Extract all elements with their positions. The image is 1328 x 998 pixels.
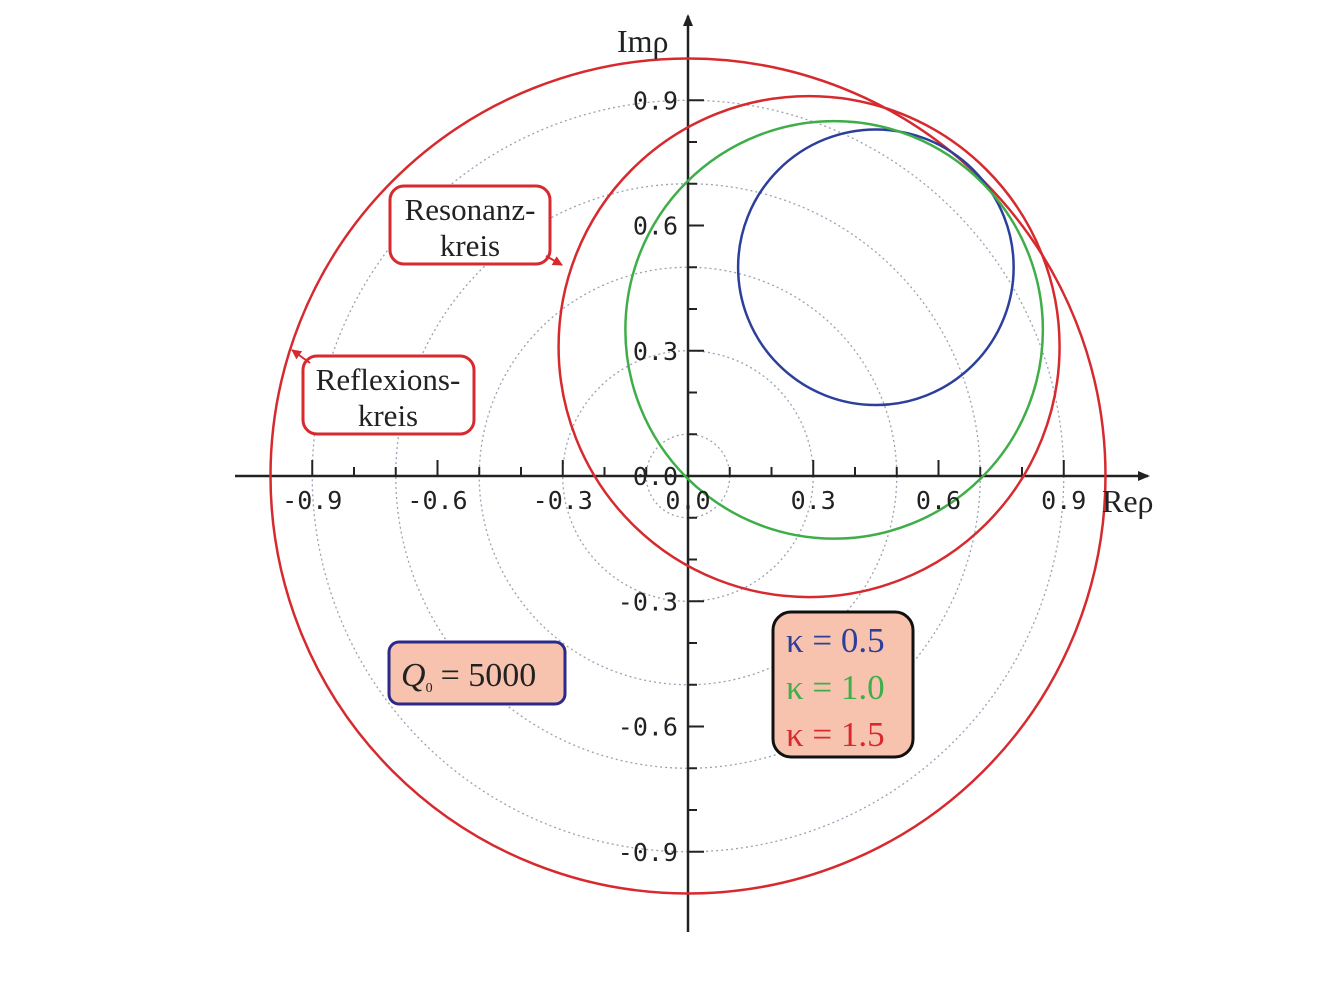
reflection-annotation: Reflexions- kreis (291, 349, 476, 436)
resonance-line2: kreis (440, 228, 500, 263)
reflection-line2: kreis (358, 398, 418, 433)
legend-entry-3: κ = 1.5 (786, 715, 885, 754)
resonance-box (388, 184, 552, 266)
kappa-legend-frame (771, 610, 915, 759)
x-tick-label: 0.0 (665, 486, 710, 515)
resonance-annotation: Resonanz- kreis (388, 184, 563, 266)
axes (235, 14, 1150, 932)
y-tick-label: 0.6 (633, 212, 678, 241)
resonance-arrow (545, 255, 563, 266)
y-tick-label: 0.9 (633, 86, 678, 115)
legend-entry-2: κ = 1.0 (786, 668, 885, 707)
y-tick-label: -0.9 (618, 838, 678, 867)
y-tick-label: -0.3 (618, 587, 678, 616)
y-axis-title: Imρ (617, 23, 669, 59)
reflection-box (301, 354, 476, 436)
y-tick-label: 0.3 (633, 337, 678, 366)
q-factor-box: Q0 = 5000 (387, 640, 567, 706)
y-tick-label: 0.0 (633, 462, 678, 491)
y-tick-label: -0.6 (618, 713, 678, 742)
q-factor-frame (387, 640, 567, 706)
reflection-circle (269, 57, 1107, 895)
kappa-legend: κ = 0.5 κ = 1.0 κ = 1.5 (771, 610, 915, 759)
reflection-arrow (291, 349, 311, 364)
resonance-circle-kappa-1 (736, 128, 1015, 407)
resonance-circle-kappa-2 (624, 119, 1045, 540)
legend-entry-1: κ = 0.5 (786, 621, 885, 660)
resonance-circle-kappa-3 (557, 94, 1061, 599)
x-tick-label: -0.3 (533, 486, 593, 515)
q-subscript: 0 (426, 681, 433, 696)
reflection-line1: Reflexions- (316, 362, 461, 397)
x-tick-label: 0.3 (791, 486, 836, 515)
q-factor-text: Q0 = 5000 (401, 657, 536, 696)
curves (269, 57, 1107, 895)
x-tick-label: 0.9 (1041, 486, 1086, 515)
x-axis-title: Reρ (1102, 483, 1154, 519)
q-value: = 5000 (441, 657, 537, 694)
x-tick-label: 0.6 (916, 486, 961, 515)
x-tick-label: -0.9 (282, 486, 342, 515)
resonance-line1: Resonanz- (405, 192, 536, 227)
q-symbol: Q (401, 657, 426, 694)
tick-labels: -0.9 -0.6 -0.3 0.0 0.3 0.6 0.9 0.9 0.6 0.3 0.0 -0.3… (282, 86, 1086, 867)
x-tick-label: -0.6 (407, 486, 467, 515)
